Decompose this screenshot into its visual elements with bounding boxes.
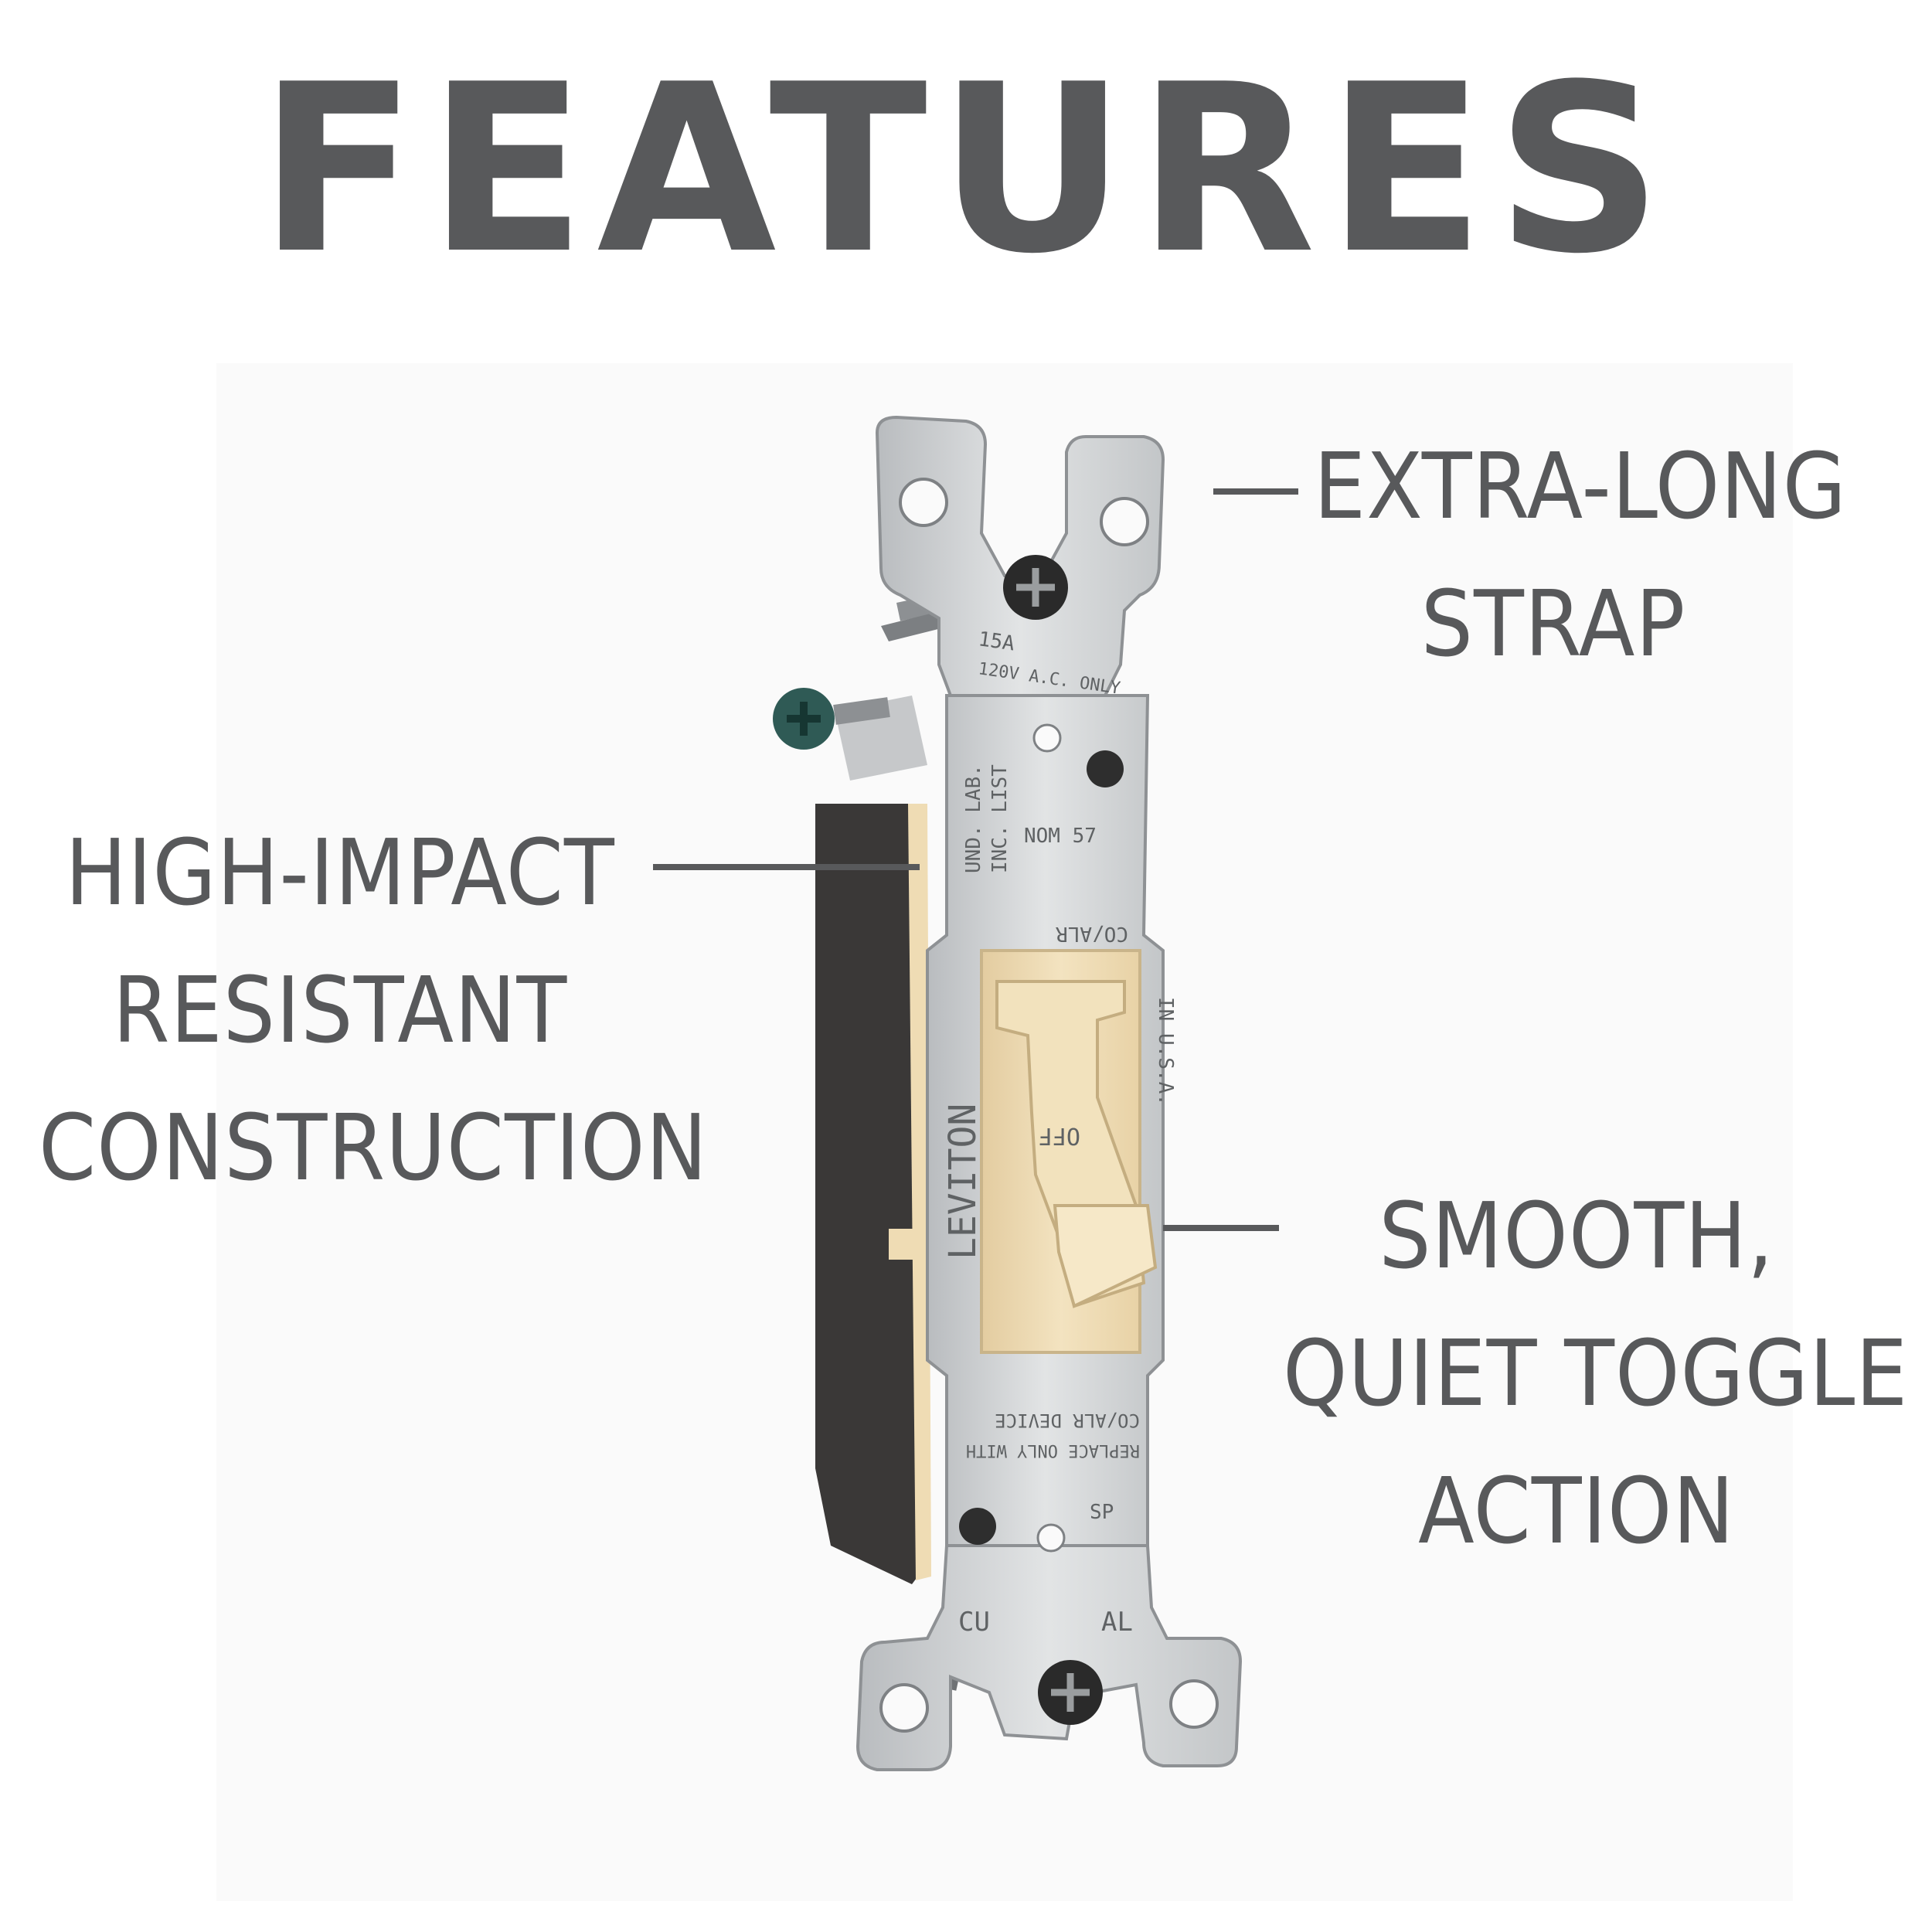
- toggle-leader-line: [1163, 1225, 1279, 1231]
- construction-callout-line-1: HIGH-IMPACT: [65, 819, 615, 926]
- strap-callout-line-2: STRAP: [1420, 570, 1686, 677]
- construction-callout-line-3: CONSTRUCTION: [39, 1094, 709, 1201]
- toggle-callout-line-1: SMOOTH,: [1379, 1182, 1774, 1289]
- ground-screw: [773, 688, 927, 781]
- toggle-lever: [980, 949, 1158, 1354]
- listing-line-1: UND. LAB.: [962, 764, 985, 873]
- strap-callout: EXTRA-LONG STRAP: [1314, 417, 1847, 692]
- brand-marking: LEVITON: [941, 1104, 985, 1260]
- co-alr-top-marking: CO/ALR: [1056, 922, 1128, 945]
- made-in-marking: IN U.S.A.: [1154, 997, 1177, 1106]
- switch-body: [815, 804, 931, 1584]
- construction-callout-line-2: RESISTANT: [112, 957, 568, 1063]
- toggle-callout: SMOOTH, QUIET TOGGLE ACTION: [1283, 1167, 1909, 1580]
- strap-callout-line-1: EXTRA-LONG: [1314, 433, 1847, 539]
- construction-leader-line: [653, 864, 920, 870]
- page-title: FEATURES: [258, 35, 1674, 304]
- rating-top: 15A: [977, 628, 1016, 655]
- toggle-callout-line-3: ACTION: [1418, 1458, 1735, 1564]
- replace-line-1: REPLACE ONLY WITH: [966, 1440, 1140, 1460]
- replace-line-2: CO/ALR DEVICE: [995, 1410, 1140, 1431]
- construction-callout: HIGH-IMPACT RESISTANT CONSTRUCTION: [39, 804, 709, 1216]
- al-marking: AL: [1101, 1607, 1133, 1638]
- toggle-callout-line-2: QUIET TOGGLE: [1283, 1320, 1909, 1427]
- csa-marking: SP: [1090, 1501, 1114, 1524]
- toggle-off-text: OFF: [1039, 1122, 1080, 1149]
- listing-line-2: INC. LIST: [988, 764, 1012, 873]
- strap-leader-line: [1213, 488, 1298, 495]
- cu-marking: CU: [958, 1607, 990, 1638]
- nom-marking: NOM 57: [1024, 825, 1097, 848]
